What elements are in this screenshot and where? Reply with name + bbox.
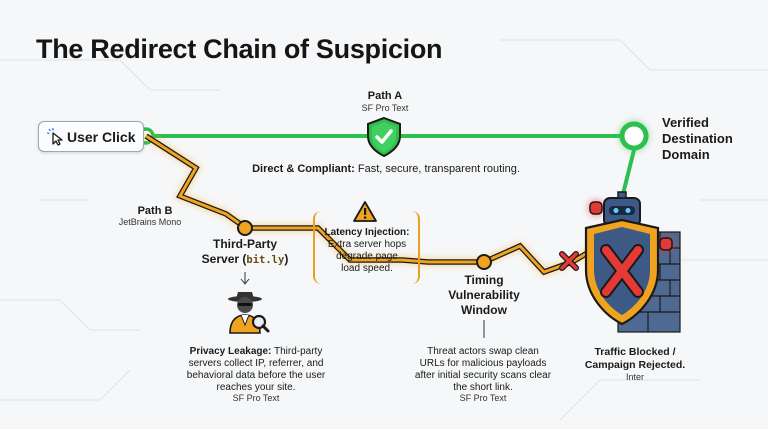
latency-body: Extra server hops degrade page load spee… bbox=[313, 239, 421, 275]
path-a-font-note: SF Pro Text bbox=[361, 103, 409, 113]
blocked-label: Traffic Blocked / Campaign Rejected. bbox=[580, 346, 690, 372]
privacy-line-2: servers collect IP, referrer, and bbox=[188, 358, 324, 369]
latency-line-1: Extra server hops bbox=[327, 239, 407, 250]
path-a-description-strong: Direct & Compliant: bbox=[252, 163, 355, 175]
privacy-line-1: Privacy Leakage: Third-party bbox=[168, 346, 344, 358]
destination-line-3: Domain bbox=[662, 147, 710, 162]
user-click-label: User Click bbox=[67, 129, 136, 145]
spy-magnifier-icon bbox=[228, 292, 270, 334]
latency-title: Latency Injection: bbox=[324, 227, 410, 238]
user-click-box[interactable]: User Click bbox=[38, 121, 144, 152]
path-a-label: Path A bbox=[367, 90, 403, 102]
privacy-strong: Privacy Leakage: bbox=[189, 346, 272, 357]
path-a-description: Direct & Compliant: Fast, secure, transp… bbox=[236, 163, 536, 175]
path-b-label: Path B bbox=[137, 205, 173, 217]
destination-node bbox=[618, 120, 650, 203]
third-party-down-arrow bbox=[240, 272, 250, 285]
third-party-node bbox=[237, 220, 253, 236]
timing-line-2: Vulnerability bbox=[448, 288, 520, 302]
timing-node bbox=[476, 254, 492, 270]
latency-bracket bbox=[313, 211, 420, 284]
privacy-description: Privacy Leakage: Third-party servers col… bbox=[168, 346, 344, 394]
third-party-line-1: Third-Party bbox=[212, 237, 277, 251]
destination-label: Verified Destination Domain bbox=[662, 115, 733, 163]
robot-firewall-icon bbox=[584, 191, 681, 333]
path-b-line bbox=[143, 132, 599, 278]
timing-line-3: Window bbox=[461, 303, 507, 317]
warning-icon bbox=[353, 201, 377, 222]
cursor-click-icon bbox=[46, 128, 63, 146]
blocked-line-1: Traffic Blocked / bbox=[594, 346, 676, 358]
privacy-line-4: reaches your site. bbox=[216, 382, 296, 393]
timing-line-1: Timing bbox=[464, 273, 504, 287]
latency-line-2: degrade page bbox=[336, 251, 398, 262]
red-x-icon bbox=[559, 251, 579, 271]
threat-line-2: URLs for malicious payloads bbox=[419, 358, 547, 369]
path-a-description-rest: Fast, secure, transparent routing. bbox=[354, 163, 520, 175]
page-title: The Redirect Chain of Suspicion bbox=[36, 34, 443, 64]
third-party-line-2: Server (bit.ly) bbox=[190, 252, 300, 268]
privacy-font-note: SF Pro Text bbox=[232, 393, 280, 403]
third-party-server-label: Third-Party Server (bit.ly) bbox=[190, 237, 300, 268]
third-party-code: bit.ly bbox=[246, 254, 285, 266]
blocked-line-2: Campaign Rejected. bbox=[584, 359, 686, 371]
threat-font-note: SF Pro Text bbox=[459, 393, 507, 403]
blocked-font-note: Inter bbox=[625, 372, 644, 382]
privacy-line-3: behavioral data before the user bbox=[186, 370, 326, 381]
threat-line-1: Threat actors swap clean bbox=[427, 346, 539, 357]
path-b-font-note: JetBrains Mono bbox=[118, 217, 182, 227]
destination-line-2: Destination bbox=[662, 131, 733, 146]
threat-line-4: the short link. bbox=[453, 382, 513, 393]
privacy-line-1-rest: Third-party bbox=[271, 346, 323, 357]
destination-line-1: Verified bbox=[662, 115, 709, 130]
shield-check-icon bbox=[367, 116, 401, 158]
latency-line-3: load speed. bbox=[341, 263, 393, 274]
third-party-suffix: ) bbox=[284, 252, 289, 266]
threat-line-3: after initial security scans clear bbox=[414, 370, 552, 381]
threat-description: Threat actors swap clean URLs for malici… bbox=[404, 346, 562, 394]
third-party-prefix: Server ( bbox=[201, 252, 247, 266]
timing-window-label: Timing Vulnerability Window bbox=[432, 273, 536, 318]
